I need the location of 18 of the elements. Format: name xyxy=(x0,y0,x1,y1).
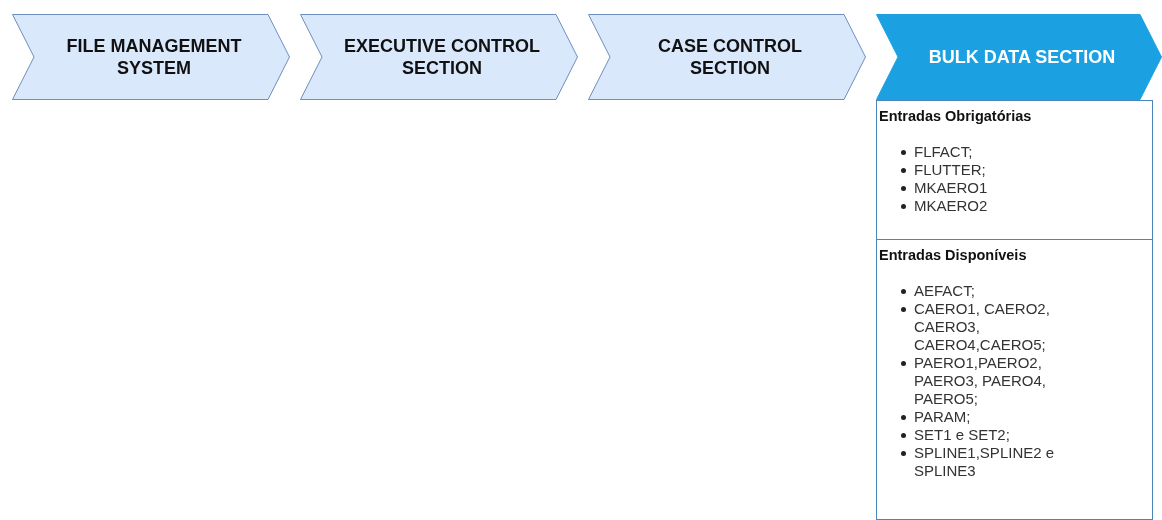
list-item: MKAERO2 xyxy=(914,197,988,215)
list-item: MKAERO1 xyxy=(914,179,988,197)
list-item: CAERO1, CAERO2, CAERO3, CAERO4,CAERO5; xyxy=(914,300,1051,354)
step-label: CASE CONTROL SECTION xyxy=(657,35,803,79)
step-label: FILE MANAGEMENT SYSTEM xyxy=(65,35,243,79)
list-panel xyxy=(876,239,1153,520)
panel-heading: Entradas Obrigatórias xyxy=(879,107,1033,125)
list-item: FLUTTER; xyxy=(914,161,986,179)
list-item: PAERO1,PAERO2, PAERO3, PAERO4, PAERO5; xyxy=(914,354,1047,408)
list-item: SPLINE1,SPLINE2 e SPLINE3 xyxy=(914,444,1056,480)
list-panel xyxy=(876,100,1153,240)
step-label: BULK DATA SECTION xyxy=(928,46,1116,68)
panel-heading: Entradas Disponíveis xyxy=(879,246,1028,264)
list-item: SET1 e SET2; xyxy=(914,426,1010,444)
list-item: AEFACT; xyxy=(914,282,975,300)
step-label: EXECUTIVE CONTROL SECTION xyxy=(343,35,541,79)
list-item: PARAM; xyxy=(914,408,971,426)
list-item: FLFACT; xyxy=(914,143,973,161)
